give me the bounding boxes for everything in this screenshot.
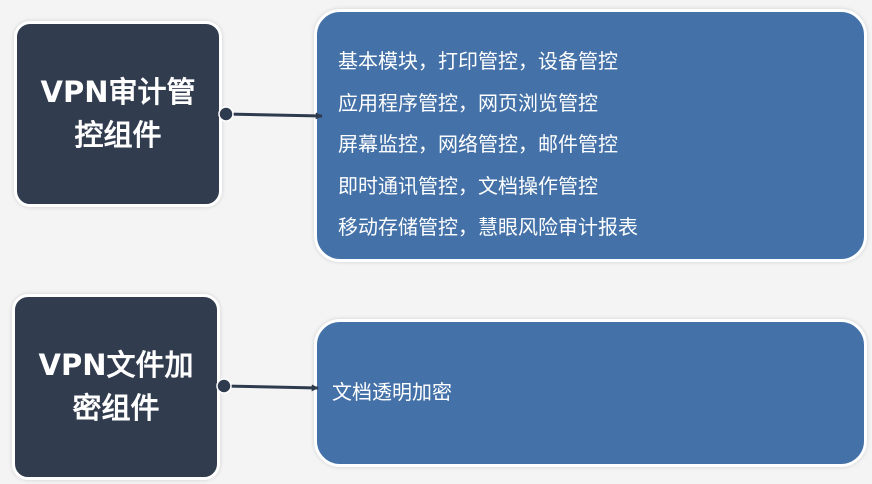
connector-dot <box>218 106 234 122</box>
audit-feature-line: 即时通讯管控，文档操作管控 <box>338 173 598 198</box>
audit-feature-line: 屏幕监控，网络管控，邮件管控 <box>338 132 618 156</box>
encryption-connector <box>216 378 319 394</box>
audit-feature-line: 基本模块，打印管控，设备管控 <box>338 49 618 73</box>
encryption-feature-line: 文档透明加密 <box>332 380 452 405</box>
audit-component-box: VPN审计管控组件 <box>14 21 222 207</box>
encryption-component-title: VPN文件加密组件 <box>38 347 194 426</box>
audit-feature-line: 移动存储管控，慧眼风险审计报表 <box>338 215 638 239</box>
audit-connector <box>218 106 323 122</box>
audit-feature-line: 应用程序管控，网页浏览管控 <box>338 90 598 115</box>
encryption-features-box: 文档透明加密 <box>314 319 867 467</box>
audit-features-box: 基本模块，打印管控，设备管控 应用程序管控，网页浏览管控 屏幕监控，网络管控，邮… <box>314 9 867 262</box>
connector-dot <box>216 378 232 394</box>
audit-component-title: VPN审计管控组件 <box>40 74 196 153</box>
encryption-component-box: VPN文件加密组件 <box>12 294 220 480</box>
